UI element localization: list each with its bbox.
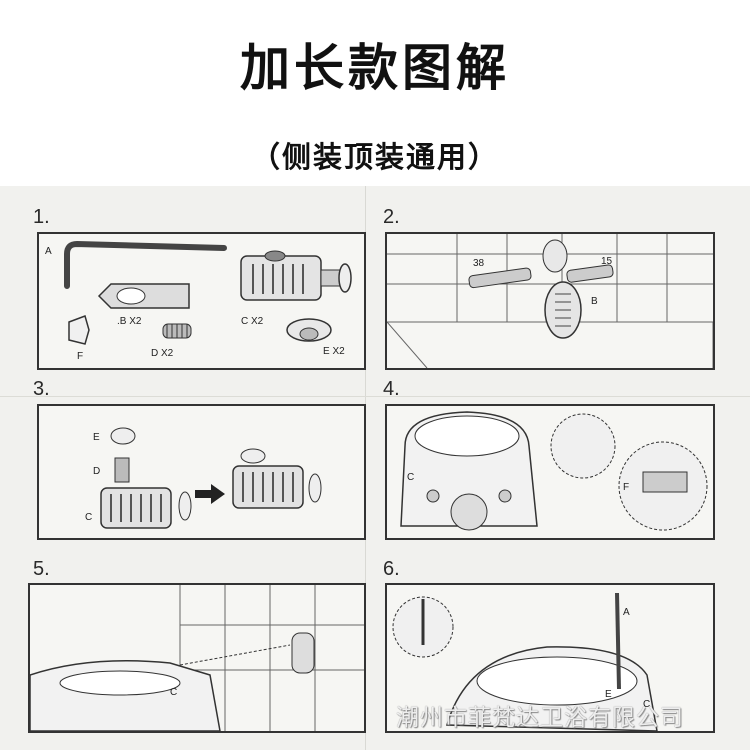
toilet-install-illustration: C F xyxy=(400,411,708,531)
part-label-c: C xyxy=(643,699,650,710)
part-label-b: B xyxy=(591,296,598,307)
assembled-cylinder-icon xyxy=(232,448,322,509)
step-2-panel: 38 15 B xyxy=(385,232,715,370)
step-3-panel: E D C xyxy=(37,404,366,540)
page-subtitle: （侧装顶装通用） xyxy=(250,140,499,174)
step-1-number: 1. xyxy=(33,206,50,228)
washer-e-icon xyxy=(286,318,332,342)
wall-mount-illustration: 38 15 B xyxy=(387,234,713,368)
part-label-e: E xyxy=(605,689,612,700)
part-label-c: C xyxy=(407,472,414,483)
hex-key-icon xyxy=(615,592,621,690)
part-label-a: A xyxy=(45,246,52,257)
part-label-b: .B X2 xyxy=(117,316,142,327)
wall-bracket-icon xyxy=(542,239,582,339)
bolt-b-icon xyxy=(97,283,190,309)
spring-d-icon xyxy=(162,323,192,339)
arrow-right-icon xyxy=(195,484,225,504)
step-3-number: 3. xyxy=(33,378,50,400)
step-6-number: 6. xyxy=(383,558,400,580)
bolt-b-icon xyxy=(468,264,614,289)
spring-icon xyxy=(114,457,130,483)
part-label-a: A xyxy=(623,607,630,618)
outlet-icon xyxy=(450,493,488,531)
step-1-panel: A .B X2 C X2 D X2 E X2 xyxy=(37,232,366,370)
part-label-f: F xyxy=(77,351,83,362)
step-5-number: 5. xyxy=(33,558,50,580)
part-label-d: D X2 xyxy=(151,348,174,359)
fold-line xyxy=(0,396,750,397)
assembly-illustration: E D C xyxy=(85,427,322,529)
top-mount-illustration: A E C xyxy=(392,592,658,731)
step-4-number: 4. xyxy=(383,378,400,400)
company-watermark: 潮州市菲梵达卫浴有限公司 xyxy=(396,705,684,731)
part-label-c: C xyxy=(170,687,177,698)
part-label-c: C X2 xyxy=(241,316,264,327)
part-label-c: C xyxy=(85,512,92,523)
washer-icon xyxy=(110,427,136,445)
part-label-d: D xyxy=(93,466,100,477)
bracket-f-icon xyxy=(68,315,90,345)
dimension-label: 38 xyxy=(473,258,485,269)
cylinder-icon xyxy=(100,487,192,529)
part-label-e: E X2 xyxy=(323,346,345,357)
side-mount-illustration: C xyxy=(30,585,364,731)
part-label-e: E xyxy=(93,432,100,443)
step-2-number: 2. xyxy=(383,206,400,228)
dimension-label: 15 xyxy=(601,256,613,267)
part-label-f: F xyxy=(623,482,629,493)
page-title: 加长款图解 xyxy=(240,38,510,97)
step-4-panel: C F xyxy=(385,404,715,540)
hex-key-icon xyxy=(64,240,227,289)
parts-list-illustration: A .B X2 C X2 D X2 E X2 xyxy=(45,240,352,362)
cylinder-c-icon xyxy=(240,250,352,301)
toilet-bowl-icon xyxy=(414,415,520,457)
step-5-panel: C xyxy=(28,583,366,733)
detail-callout xyxy=(550,413,616,479)
step-6-panel: A E C xyxy=(385,583,715,733)
